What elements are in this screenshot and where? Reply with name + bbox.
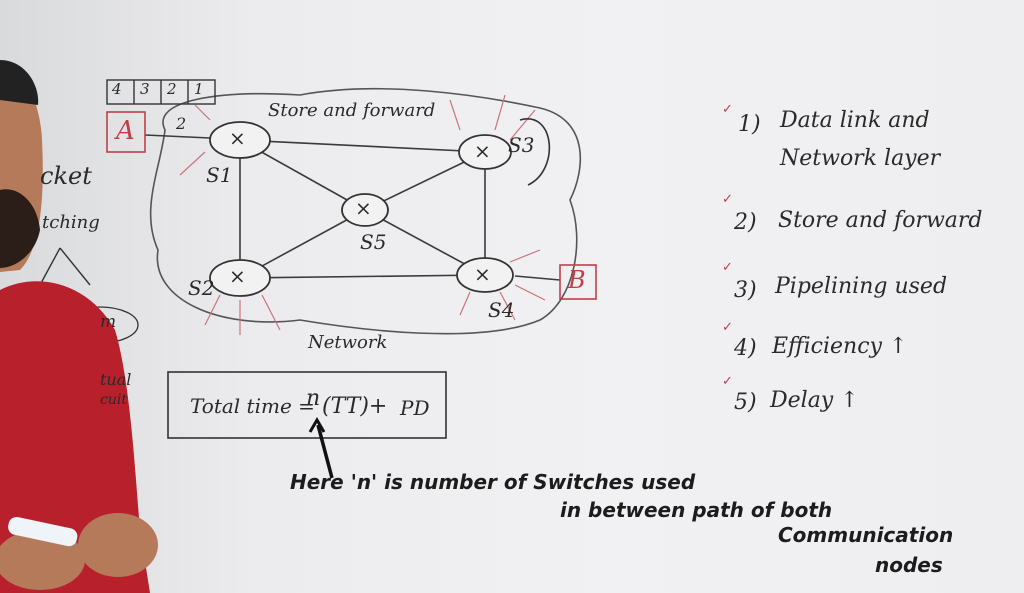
switch-nodes (209, 121, 514, 297)
point-1-num: 1) (738, 112, 761, 137)
fragment-m: m (100, 312, 117, 332)
formula-n: n (306, 386, 321, 411)
s2-mark: × (229, 264, 246, 288)
presenter (0, 60, 158, 593)
formula-box (167, 371, 447, 439)
point-1-text-2: Network layer (780, 146, 941, 171)
s2-label: S2 (188, 276, 215, 300)
host-b-label: B (568, 266, 586, 294)
host-b-box (559, 264, 597, 300)
s3-label: S3 (508, 133, 535, 157)
switch-s4 (456, 257, 514, 293)
host-a-box (106, 111, 146, 153)
formula-pd: PD (400, 396, 430, 420)
s3-mark: × (474, 139, 491, 163)
packet-4: 4 (112, 80, 122, 98)
s1-label: S1 (206, 163, 233, 187)
point-2-num: 2) (734, 210, 757, 235)
point-3-text: Pipelining used (775, 274, 948, 299)
point-5-text: Delay ↑ (770, 388, 859, 413)
fragment-switching: tching (42, 212, 100, 233)
switch-s1 (209, 121, 271, 159)
switch-s5 (341, 193, 389, 227)
point-3-num: 3) (734, 278, 757, 303)
red-spokes (179, 94, 546, 335)
note-arrow (316, 424, 334, 479)
hop-number: 2 (176, 114, 187, 133)
s5-mark: × (355, 196, 372, 220)
s3-loop-arrow (519, 118, 551, 186)
packet-1: 1 (194, 80, 204, 98)
note-line3: Communication (778, 523, 954, 547)
packet-boxes (106, 79, 216, 105)
packet-3: 3 (140, 80, 150, 98)
switch-s2 (209, 259, 271, 297)
note-line2: in between path of both (560, 498, 833, 522)
formula-prefix: Total time = (190, 394, 315, 418)
point-5-num: 5) (734, 390, 757, 415)
s4-label: S4 (488, 298, 515, 322)
network-cloud (149, 87, 582, 335)
point-4-num: 4) (734, 336, 757, 361)
s5-label: S5 (360, 230, 387, 254)
formula-tt: (TT)+ (322, 394, 388, 419)
network-label: Network (308, 332, 388, 353)
fragment-virtual: tual (100, 370, 132, 389)
s4-mark: × (474, 262, 491, 286)
store-forward-label: Store and forward (268, 100, 436, 121)
fragment-packet: cket (40, 162, 92, 190)
packet-2: 2 (167, 80, 177, 98)
point-4-text: Efficiency ↑ (772, 334, 908, 359)
point-1-text: Data link and (780, 108, 930, 133)
switch-s3 (458, 134, 512, 170)
host-a-label: A (116, 116, 135, 146)
point-2-text: Store and forward (778, 208, 983, 233)
s1-mark: × (229, 126, 246, 150)
network-links (144, 134, 561, 281)
fragment-circuit: cuit (100, 392, 127, 408)
note-line1: Here 'n' is number of Switches used (290, 470, 696, 494)
note-line4: nodes (875, 553, 943, 577)
